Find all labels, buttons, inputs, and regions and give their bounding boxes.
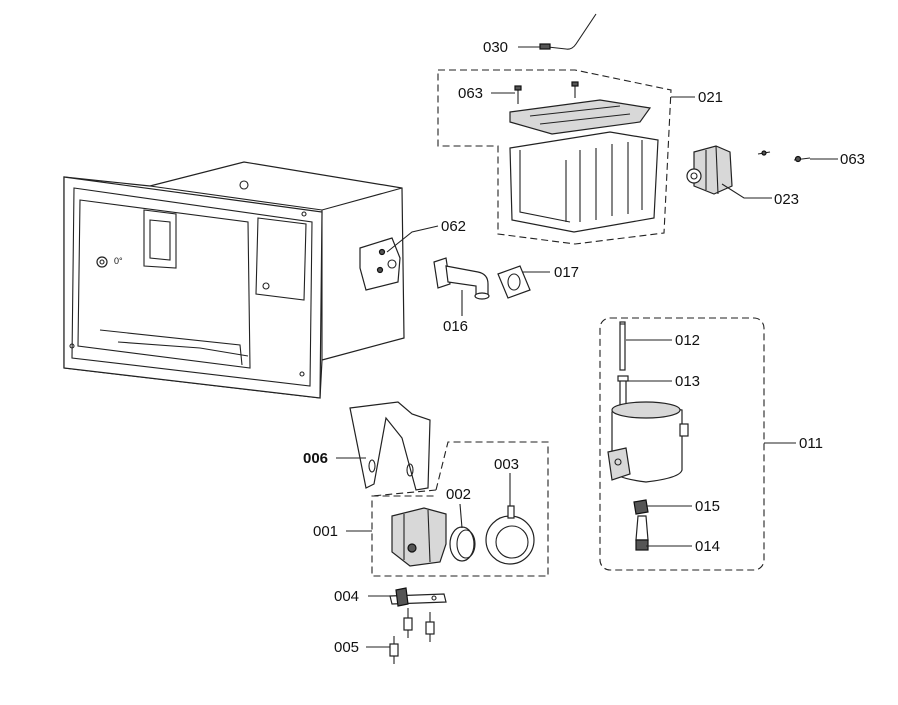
label-011: 011	[799, 435, 823, 452]
label-012: 012	[675, 332, 700, 349]
label-015: 015	[695, 498, 720, 515]
part-017-gasket	[497, 265, 531, 299]
part-011-group	[599, 317, 765, 571]
label-014: 014	[695, 538, 720, 555]
label-062: 062	[441, 218, 466, 235]
label-063-right: 063	[840, 151, 865, 168]
label-003: 003	[494, 456, 519, 473]
part-030-sensor-wire	[539, 13, 597, 50]
label-005: 005	[334, 639, 359, 656]
label-002: 002	[446, 486, 471, 503]
part-021-group	[437, 69, 672, 245]
part-006-cover	[349, 401, 431, 491]
label-004: 004	[334, 588, 359, 605]
tub-housing: 0°	[63, 161, 405, 399]
label-021: 021	[698, 89, 723, 106]
label-016: 016	[443, 318, 468, 335]
label-063-top: 063	[458, 85, 483, 102]
label-023: 023	[774, 191, 799, 208]
part-labels: 030 063 021 063 023 062 017 016 012 013 …	[303, 39, 865, 656]
label-006: 006	[303, 450, 328, 467]
label-030: 030	[483, 39, 508, 56]
svg-text:0°: 0°	[114, 256, 123, 266]
part-016-elbow-pipe	[433, 257, 490, 300]
part-023-valve	[686, 145, 811, 195]
label-013: 013	[675, 373, 700, 390]
part-004-bracket	[389, 587, 447, 607]
leader-lines	[336, 46, 838, 648]
part-005-connectors	[389, 608, 435, 664]
label-017: 017	[554, 264, 579, 281]
part-001-003-group	[371, 441, 549, 577]
label-001: 001	[313, 523, 338, 540]
